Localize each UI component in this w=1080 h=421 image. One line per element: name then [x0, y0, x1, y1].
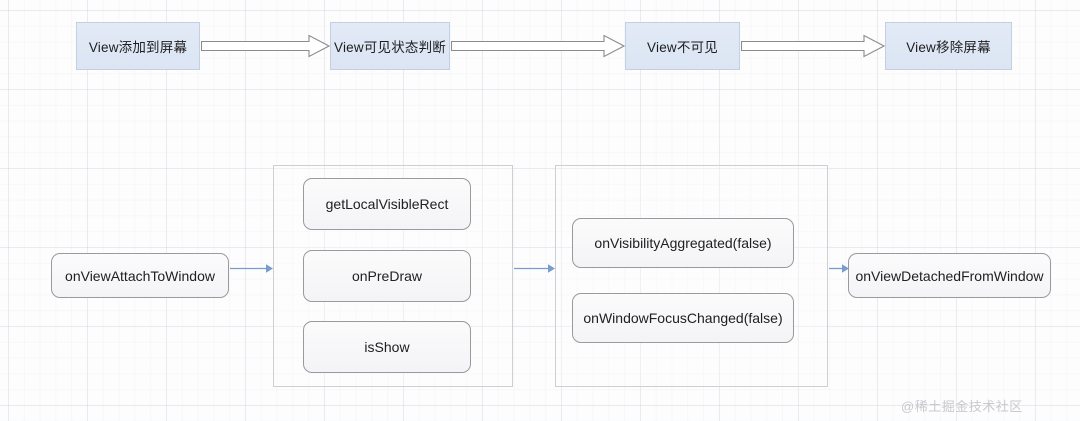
blue-arrow-checks-to-callbacks: [514, 264, 555, 273]
group-container-invisible-callbacks: [555, 165, 828, 387]
block-arrow-invisible-to-removed: [741, 34, 885, 58]
block-arrow-visibility-to-invisible: [451, 34, 625, 58]
process-label: onVisibilityAggregated(false): [594, 235, 772, 251]
stage-box-view-invisible[interactable]: View不可见: [625, 22, 740, 70]
blue-arrow-attach-to-checks: [230, 264, 273, 273]
stage-label: View不可见: [647, 40, 718, 55]
process-label: onViewAttachToWindow: [65, 267, 215, 284]
stage-box-view-added[interactable]: View添加到屏幕: [76, 22, 200, 70]
process-label: onPreDraw: [351, 268, 423, 284]
stage-label: View可见状态判断: [333, 40, 447, 55]
process-box-on-view-attach-to-window[interactable]: onViewAttachToWindow: [51, 253, 229, 298]
stage-box-view-removed[interactable]: View移除屏幕: [885, 22, 1012, 70]
blue-arrow-callbacks-to-detach: [829, 264, 849, 273]
stage-box-visibility-check[interactable]: View可见状态判断: [330, 22, 450, 70]
process-label: onWindowFocusChanged(false): [583, 310, 783, 326]
process-label: onViewDetachedFromWindow: [855, 267, 1044, 284]
stage-label: View添加到屏幕: [88, 40, 188, 55]
process-box-on-visibility-aggregated[interactable]: onVisibilityAggregated(false): [572, 218, 794, 268]
process-box-on-pre-draw[interactable]: onPreDraw: [303, 250, 471, 302]
process-box-is-show[interactable]: isShow: [303, 321, 471, 373]
watermark-text: @稀土掘金技术社区: [901, 399, 1023, 414]
process-label: getLocalVisibleRect: [325, 196, 449, 212]
block-arrow-added-to-visibility: [201, 34, 330, 58]
stage-label: View移除屏幕: [906, 40, 991, 55]
process-label: isShow: [364, 339, 410, 355]
process-box-get-local-visible-rect[interactable]: getLocalVisibleRect: [303, 178, 471, 230]
process-box-on-window-focus-changed[interactable]: onWindowFocusChanged(false): [572, 293, 794, 343]
process-box-on-view-detached-from-window[interactable]: onViewDetachedFromWindow: [848, 253, 1051, 298]
